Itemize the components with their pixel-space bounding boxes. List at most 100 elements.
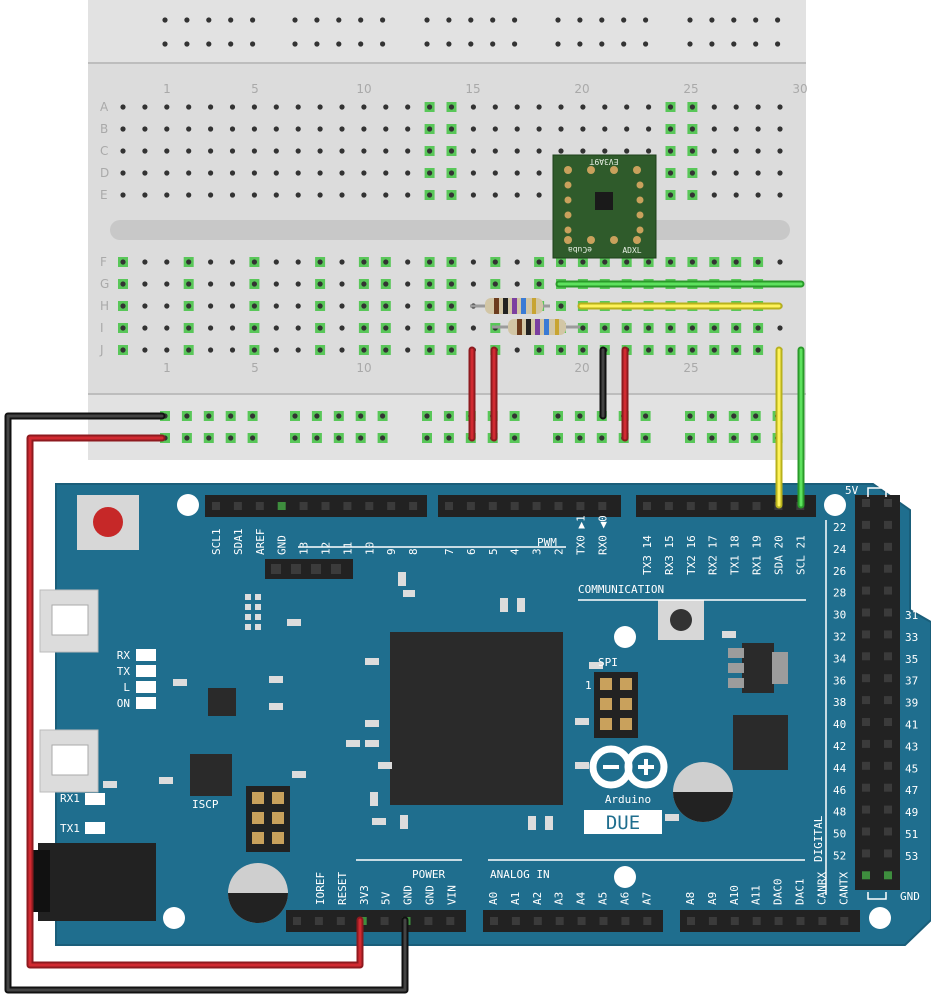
rail-hole — [446, 41, 452, 47]
rail-hole — [184, 413, 190, 419]
sensor-pin — [633, 166, 641, 174]
breadboard-hole — [208, 170, 214, 176]
rail-hole — [731, 435, 737, 441]
pin-label: 8 — [407, 548, 420, 555]
rail-hole — [709, 41, 715, 47]
header-pin — [299, 502, 308, 510]
breadboard-hole — [492, 281, 498, 287]
reset-button[interactable] — [93, 507, 123, 537]
rail-hole — [228, 435, 234, 441]
breadboard-hole — [339, 192, 345, 198]
pin-label: 36 — [833, 674, 846, 687]
breadboard-hole — [755, 148, 761, 154]
col-num: 5 — [251, 82, 259, 96]
breadboard-hole — [229, 104, 236, 110]
rail-hole — [687, 435, 693, 441]
sensor-label-top: EV3A9T — [589, 157, 618, 166]
header-pin — [862, 674, 870, 683]
pin-label: TX3 14 — [641, 535, 654, 575]
breadboard-hole — [711, 192, 717, 198]
rail-hole — [184, 41, 190, 47]
breadboard-hole — [142, 347, 148, 353]
pin-label: A1 — [509, 892, 522, 905]
header-pin — [336, 917, 345, 925]
breadboard-hole — [558, 347, 564, 353]
sensor-pin — [564, 196, 572, 204]
rail-hole — [162, 41, 168, 47]
breadboard-hole — [448, 281, 455, 287]
led-label-l: L — [123, 681, 130, 694]
header-pin — [862, 739, 870, 748]
rail-hole — [511, 435, 518, 441]
breadboard-hole — [427, 126, 433, 132]
breadboard-hole — [186, 303, 192, 309]
pin-label: SDA 20 — [772, 535, 785, 575]
breadboard-hole — [142, 170, 148, 176]
sensor-brand: eCuba — [568, 245, 592, 254]
erase-button[interactable] — [670, 609, 692, 631]
rail-hole — [643, 17, 649, 23]
breadboard-hole — [733, 259, 739, 265]
breadboard-hole — [514, 281, 520, 287]
rail-hole — [228, 41, 234, 47]
mounting-hole — [869, 907, 891, 929]
breadboard-hole — [361, 325, 367, 331]
breadboard-hole — [295, 192, 301, 198]
breadboard-hole — [667, 259, 674, 265]
breadboard-hole — [317, 192, 323, 198]
header-pin — [409, 502, 418, 510]
row-letter: B — [100, 122, 108, 136]
row-letter: H — [100, 299, 109, 313]
breadboard-hole — [448, 192, 455, 198]
rail-hole — [709, 413, 715, 419]
header-pin — [343, 502, 352, 510]
rail-hole — [555, 435, 561, 441]
breadboard-hole — [405, 170, 411, 176]
header-pin — [555, 917, 564, 925]
pin-label: 37 — [905, 675, 918, 688]
rail-hole — [753, 41, 759, 47]
breadboard-hole — [251, 259, 257, 265]
header-pin — [598, 502, 607, 510]
header-pin — [643, 917, 652, 925]
breadboard-hole — [733, 104, 739, 110]
rail-hole — [446, 413, 452, 419]
breadboard-hole — [646, 126, 652, 132]
rail-hole — [206, 435, 212, 441]
pin-label: IOREF — [314, 872, 327, 905]
sensor-pin — [587, 166, 595, 174]
breadboard-hole — [646, 259, 652, 265]
pin-label: 3 — [531, 548, 544, 555]
breadboard-hole — [317, 104, 323, 110]
breadboard-hole — [120, 126, 126, 132]
breadboard-hole — [273, 281, 279, 287]
breadboard-hole — [514, 104, 520, 110]
rail-hole — [162, 17, 168, 23]
rail-hole — [490, 41, 496, 47]
breadboard-hole — [317, 148, 323, 154]
rail-hole — [775, 41, 781, 47]
pin-label: 10 — [363, 542, 376, 555]
breadboard-hole — [602, 126, 608, 132]
pin-label: RX1 19 — [751, 535, 764, 575]
header-pin — [446, 917, 455, 925]
breadboard-hole — [689, 170, 696, 176]
breadboard-hole — [208, 192, 214, 198]
breadboard-hole — [777, 192, 783, 198]
rail-hole — [380, 435, 386, 441]
breadboard-hole — [208, 325, 214, 331]
mounting-hole — [824, 494, 846, 516]
breadboard-hole — [273, 303, 279, 309]
breadboard-hole — [295, 170, 301, 176]
pin-label: 4 — [509, 548, 522, 555]
col-num: 15 — [465, 82, 480, 96]
breadboard-hole — [470, 192, 476, 198]
breadboard-hole — [448, 303, 455, 309]
header-pin — [884, 696, 892, 705]
breadboard-hole — [427, 170, 433, 176]
header-pin — [533, 917, 542, 925]
rail-hole — [753, 17, 759, 23]
header-pin — [424, 917, 433, 925]
header-pin — [884, 542, 892, 551]
